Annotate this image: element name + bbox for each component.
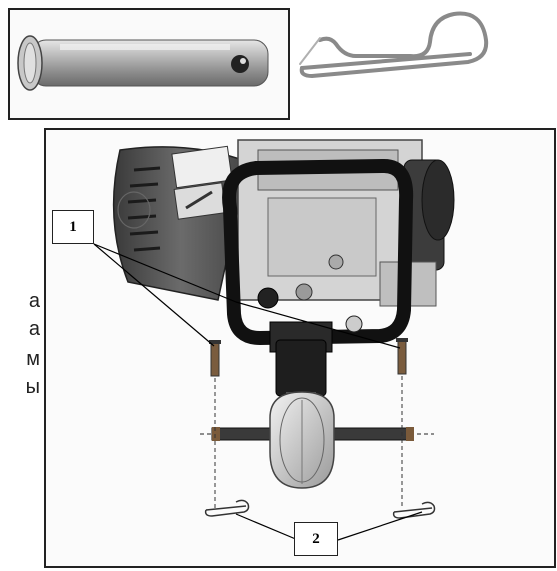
carry-handle	[222, 159, 414, 345]
motor-body	[112, 145, 249, 301]
vertical-pin-left	[209, 340, 221, 377]
bottom-clip-right	[392, 501, 436, 519]
vertical-pin-right	[396, 338, 408, 375]
edge-text-line-1: а	[28, 290, 40, 312]
edge-text-line-4: ы	[25, 376, 40, 398]
coupling-bracket	[269, 321, 333, 404]
callout-label-1: 1	[52, 210, 94, 244]
callout-2-leaders	[235, 511, 423, 541]
edge-text-line-2: а	[28, 318, 40, 340]
hair-pin-clip-image	[299, 11, 489, 79]
clevis-pin-image	[17, 35, 269, 91]
callout-label-2: 2	[294, 522, 338, 556]
alignment-lines	[214, 376, 403, 510]
edge-text-line-3: м	[26, 348, 40, 370]
ball-joint-coupling	[200, 391, 434, 489]
bottom-clip-left	[204, 499, 250, 517]
callout-1-leaders	[93, 243, 401, 349]
